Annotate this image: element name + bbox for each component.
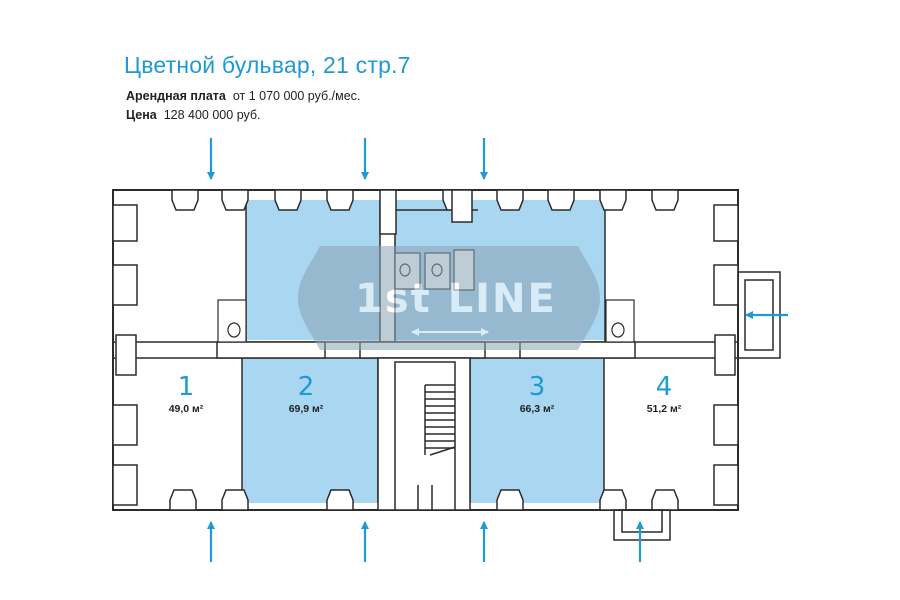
unit-area: 66,3 м² <box>520 403 555 415</box>
unit-1-label: 1 49,0 м² <box>169 372 204 415</box>
rent-label: Арендная плата <box>126 89 226 103</box>
top-window-bays <box>171 189 679 235</box>
entrance-arrows <box>207 138 788 562</box>
unit-area: 51,2 м² <box>647 403 682 415</box>
unit-number: 1 <box>178 372 195 402</box>
staircase-icon <box>377 357 471 511</box>
unit-number: 3 <box>529 372 546 402</box>
unit-number: 4 <box>656 372 673 402</box>
rent-value: от 1 070 000 руб./мес. <box>232 89 361 103</box>
price-info: Цена 128 400 000 руб. <box>126 108 261 122</box>
page-title: Цветной бульвар, 21 стр.7 <box>124 52 411 78</box>
unit-number: 2 <box>298 372 315 402</box>
price-value: 128 400 000 руб. <box>163 108 261 122</box>
watermark-logo: 1st LINE <box>298 246 600 350</box>
unit-3-label: 3 66,3 м² <box>520 372 555 415</box>
bottom-window-bays <box>169 489 679 511</box>
side-piers <box>112 204 739 506</box>
unit-2-label: 2 69,9 м² <box>289 372 324 415</box>
unit-area: 69,9 м² <box>289 403 324 415</box>
watermark-text: 1st LINE <box>355 276 557 322</box>
rent-info: Арендная плата от 1 070 000 руб./мес. <box>126 89 360 103</box>
unit-4-label: 4 51,2 м² <box>647 372 682 415</box>
price-label: Цена <box>126 108 157 122</box>
unit-area: 49,0 м² <box>169 403 204 415</box>
